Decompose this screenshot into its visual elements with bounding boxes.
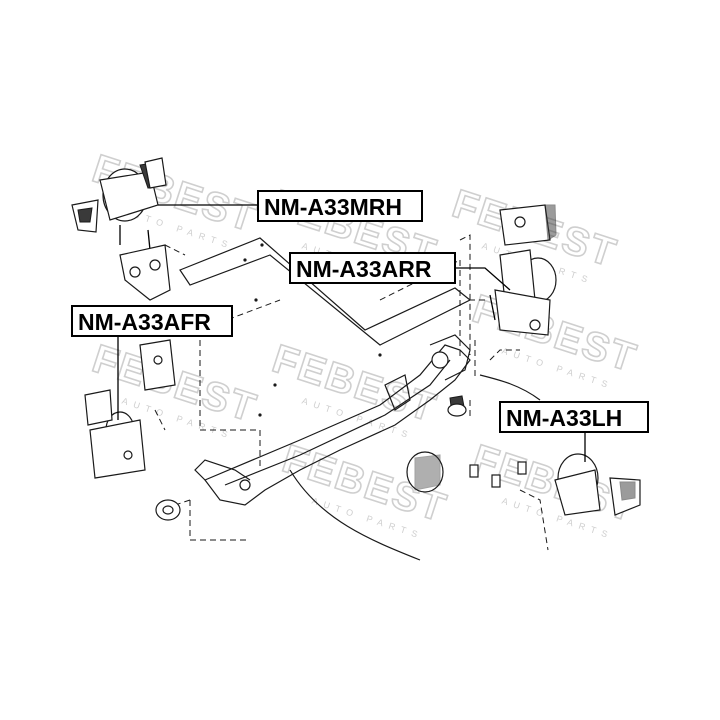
engine-outline-right — [459, 234, 520, 361]
mount-lh-assembly — [469, 453, 641, 551]
hose-line — [289, 469, 421, 561]
arr-bolt — [489, 294, 496, 321]
subframe-left-arm — [194, 459, 251, 481]
subframe-bolt-hole — [431, 351, 449, 369]
lh-stud — [469, 464, 479, 478]
mrh-washer-right — [144, 157, 167, 189]
bolt-dot — [243, 258, 247, 262]
engine-outline — [199, 259, 476, 470]
afr-bracket-hole — [153, 355, 163, 365]
arr-bracket-hole — [529, 319, 541, 331]
mrh-washer-left-inner — [77, 207, 93, 223]
bolt-dot — [273, 383, 277, 387]
label-box — [499, 401, 649, 433]
center-bushing-base — [447, 403, 467, 417]
arr-upper-bracket — [499, 204, 551, 246]
drum-face — [406, 451, 444, 493]
label-text: NM-A33MRH — [264, 194, 402, 220]
subframe-crossmember — [204, 344, 471, 506]
label-text: NM-A33AFR — [78, 309, 211, 335]
afr-bracket-hole — [123, 450, 133, 460]
bolt-dot — [260, 243, 264, 247]
arr-bracket-side — [544, 204, 557, 241]
mount-mrh-assembly — [71, 157, 186, 301]
lh-side-core — [619, 481, 636, 501]
label-nm-a33afr: NM-A33AFR — [71, 305, 233, 337]
label-nm-a33arr: NM-A33ARR — [289, 252, 456, 284]
afr-dash-line — [154, 409, 166, 431]
transmission-drum — [406, 451, 444, 493]
bolt-dot — [378, 353, 382, 357]
label-text: NM-A33ARR — [296, 256, 432, 282]
drum-body — [414, 454, 441, 491]
label-text: NM-A33LH — [506, 405, 622, 431]
mrh-bolt — [147, 229, 151, 251]
bolt-dots — [243, 243, 382, 417]
label-nm-a33mrh: NM-A33MRH — [257, 190, 423, 222]
afr-bushing-core — [162, 505, 174, 515]
hose-line — [479, 374, 541, 401]
mrh-lower-bracket — [119, 244, 171, 301]
subframe-bolt-hole — [239, 479, 251, 491]
label-box — [289, 252, 456, 284]
lh-stud — [517, 461, 527, 475]
mount-arr-assembly — [470, 204, 557, 336]
lh-mount-bracket — [554, 469, 601, 516]
label-box — [257, 190, 423, 222]
label-box — [71, 305, 233, 337]
subframe-crossmember-inner — [224, 359, 451, 486]
watermark-mid-right: FEBEST AUTO PARTS — [466, 286, 643, 391]
subframe-center-bracket — [384, 374, 411, 411]
bolt-dot — [254, 298, 258, 302]
subframe-right-bracket — [429, 334, 471, 381]
mrh-dash-line — [164, 244, 186, 256]
bolt-dot — [258, 413, 262, 417]
lh-dash-line — [519, 489, 549, 551]
arr-leader — [455, 267, 511, 291]
afr-lower-bracket — [89, 419, 146, 479]
afr-upper-bracket — [139, 339, 176, 391]
lh-stud — [491, 474, 501, 488]
watermark-center: FEBEST AUTO PARTS — [266, 336, 443, 441]
arr-bracket-hole — [514, 216, 526, 228]
label-nm-a33lh: NM-A33LH — [499, 401, 649, 433]
mrh-bracket-hole — [129, 266, 141, 278]
mrh-bracket-hole — [149, 259, 161, 271]
mount-afr-assembly — [84, 339, 181, 521]
afr-mount-cushion — [84, 389, 113, 426]
